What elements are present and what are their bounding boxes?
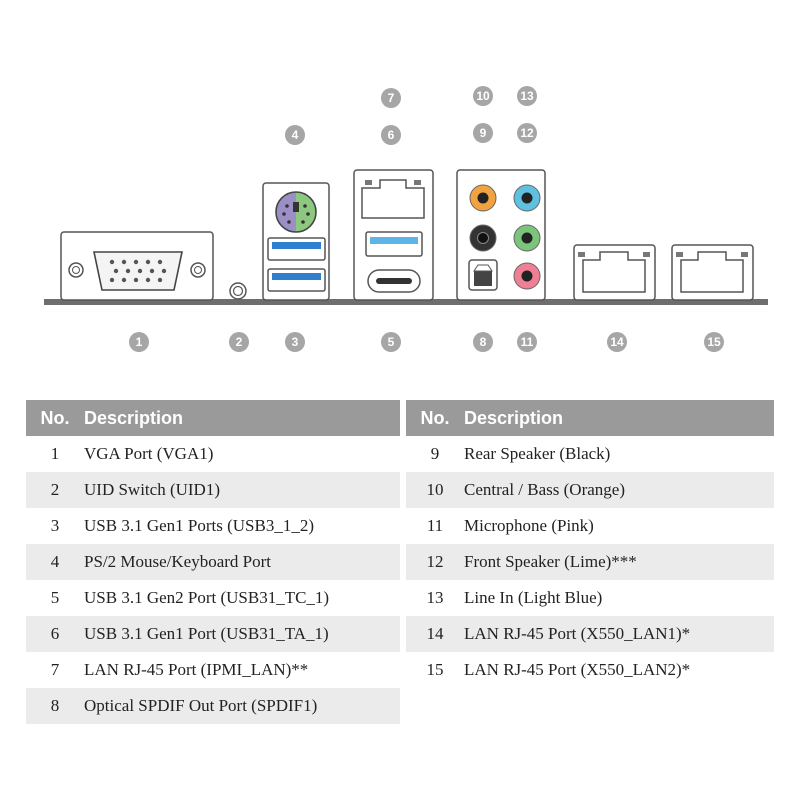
- io-shield-baseline: [44, 299, 768, 305]
- row-description: LAN RJ-45 Port (X550_LAN2)*: [464, 660, 691, 679]
- header-description: Description: [84, 400, 400, 436]
- header-no: No.: [406, 400, 464, 436]
- lan-port-x550-1: [573, 244, 656, 301]
- svg-text:9: 9: [480, 126, 487, 140]
- table-row: 13 Line In (Light Blue): [406, 580, 774, 616]
- table-row: 11 Microphone (Pink): [406, 508, 774, 544]
- jack-light-blue: [513, 184, 541, 212]
- callout-14: 14: [607, 332, 627, 352]
- row-number: 13: [426, 588, 444, 607]
- row-description: VGA Port (VGA1): [84, 444, 214, 463]
- svg-text:15: 15: [707, 335, 721, 349]
- row-description: USB 3.1 Gen1 Ports (USB3_1_2): [84, 516, 314, 535]
- row-number: 1: [50, 444, 60, 463]
- callout-1: 1: [129, 332, 149, 352]
- jack-pink: [513, 262, 541, 290]
- row-number: 4: [26, 544, 84, 580]
- svg-text:6: 6: [388, 128, 395, 142]
- row-number: 10: [406, 472, 464, 508]
- svg-text:14: 14: [610, 335, 624, 349]
- table-header-row: No. Description: [26, 400, 400, 436]
- row-number: 2: [26, 472, 84, 508]
- row-description: Line In (Light Blue): [464, 588, 603, 607]
- table-row: 9 Rear Speaker (Black): [406, 436, 774, 472]
- callout-3: 3: [285, 332, 305, 352]
- callout-2: 2: [229, 332, 249, 352]
- row-number: 5: [50, 588, 60, 607]
- svg-text:13: 13: [520, 89, 534, 103]
- row-description: USB 3.1 Gen1 Port (USB31_TA_1): [84, 616, 400, 652]
- callout-11: 11: [517, 332, 537, 352]
- spdif-port: [468, 259, 498, 291]
- row-description: LAN RJ-45 Port (X550_LAN1)*: [464, 616, 774, 652]
- table-row: 5 USB 3.1 Gen2 Port (USB31_TC_1): [26, 580, 400, 616]
- row-description: UID Switch (UID1): [84, 472, 400, 508]
- jack-black: [469, 224, 497, 252]
- row-description: Microphone (Pink): [464, 516, 594, 535]
- svg-text:3: 3: [292, 335, 299, 349]
- callout-6: 6: [381, 125, 401, 145]
- callout-8: 8: [473, 332, 493, 352]
- row-number: 9: [430, 444, 440, 463]
- svg-text:8: 8: [480, 335, 487, 349]
- jack-lime: [513, 224, 541, 252]
- row-description: Front Speaker (Lime)***: [464, 544, 774, 580]
- svg-text:10: 10: [476, 89, 490, 103]
- row-description: Rear Speaker (Black): [464, 444, 611, 463]
- table-row: 7 LAN RJ-45 Port (IPMI_LAN)**: [26, 652, 400, 688]
- description-table-right: No. Description 9 Rear Speaker (Black) 10…: [406, 400, 774, 688]
- row-number: 8: [26, 688, 84, 724]
- row-description: Optical SPDIF Out Port (SPDIF1): [84, 688, 400, 724]
- row-description: PS/2 Mouse/Keyboard Port: [84, 544, 400, 580]
- header-no: No.: [26, 400, 84, 436]
- row-number: 6: [26, 616, 84, 652]
- callout-15: 15: [704, 332, 724, 352]
- vga-port: [60, 231, 214, 301]
- uid-switch: [229, 282, 247, 300]
- lan-port-x550-2: [671, 244, 754, 301]
- jack-orange: [469, 184, 497, 212]
- audio-panel: [456, 169, 546, 301]
- ps2-usb-stack: [262, 182, 330, 301]
- row-number: 3: [50, 516, 60, 535]
- row-number: 12: [406, 544, 464, 580]
- callout-5: 5: [381, 332, 401, 352]
- table-row: 3 USB 3.1 Gen1 Ports (USB3_1_2): [26, 508, 400, 544]
- rear-io-panel-diagram: 1 2 3 4 5 6 7 8 9 10 11 12 13 14 15: [44, 86, 768, 352]
- table-header-row: No. Description: [406, 400, 774, 436]
- table-row: 1 VGA Port (VGA1): [26, 436, 400, 472]
- row-description: USB 3.1 Gen2 Port (USB31_TC_1): [84, 588, 330, 607]
- callout-4: 4: [285, 125, 305, 145]
- callout-7: 7: [381, 88, 401, 108]
- row-number: 11: [426, 516, 444, 535]
- row-number: 15: [426, 660, 444, 679]
- callout-10: 10: [473, 86, 493, 106]
- callout-9: 9: [473, 123, 493, 143]
- header-description: Description: [464, 400, 774, 436]
- row-number: 7: [50, 660, 60, 679]
- lan-usb-stack: [353, 169, 434, 301]
- row-number: 14: [406, 616, 464, 652]
- table-row: 15 LAN RJ-45 Port (X550_LAN2)*: [406, 652, 774, 688]
- row-description: Central / Bass (Orange): [464, 472, 774, 508]
- svg-text:4: 4: [292, 128, 299, 142]
- svg-text:7: 7: [388, 91, 395, 105]
- row-description: LAN RJ-45 Port (IPMI_LAN)**: [84, 660, 309, 679]
- svg-text:2: 2: [236, 335, 243, 349]
- svg-text:11: 11: [521, 335, 534, 349]
- svg-text:5: 5: [388, 335, 395, 349]
- callout-13: 13: [517, 86, 537, 106]
- svg-text:12: 12: [520, 126, 534, 140]
- callout-12: 12: [517, 123, 537, 143]
- svg-text:1: 1: [136, 335, 143, 349]
